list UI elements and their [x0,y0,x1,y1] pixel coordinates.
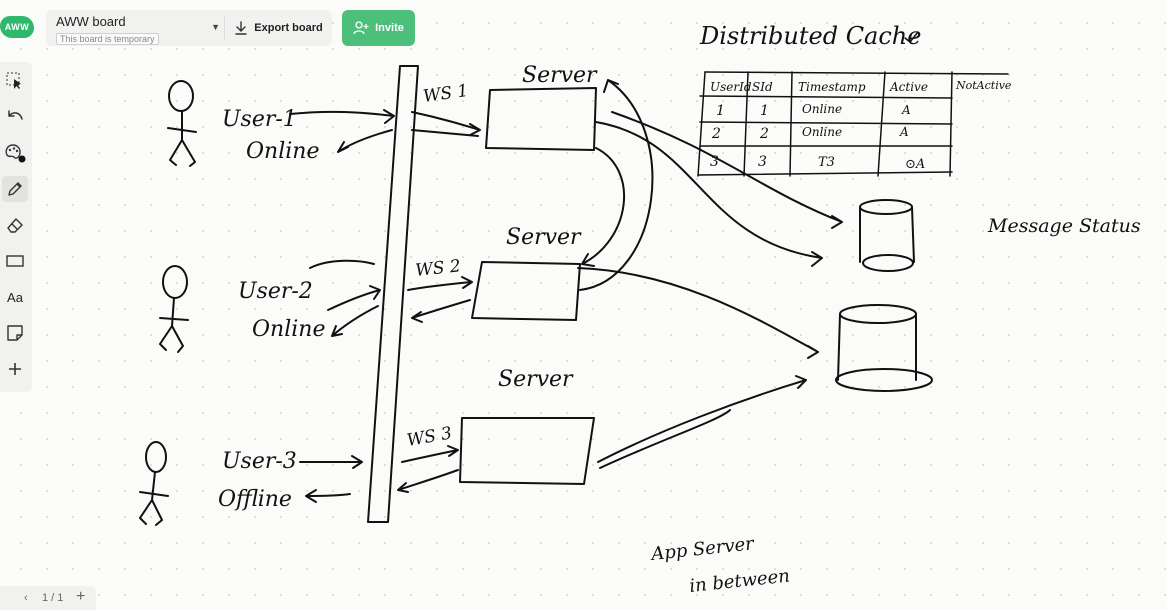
ws-3-label: WS 3 [405,423,453,451]
chevron-down-icon: ▼ [211,22,220,32]
table-header-userid: UserId [710,80,752,94]
server-to-status-arrow [577,267,819,359]
message-status-db-icon [835,304,933,392]
user-3-arrow-in [299,455,363,469]
add-tool[interactable] [2,356,28,382]
user-1-name: User-1 [222,107,297,132]
board-info-bar: AWW board This board is temporary ▼ Expo… [46,10,332,46]
pen-icon [8,182,22,196]
text-tool[interactable]: Aa [2,284,28,310]
message-status-label: Message Status [987,215,1141,237]
table-header-sid: SId [752,80,773,94]
table-cell: A [899,125,909,139]
server-3-label: Server [498,367,574,392]
select-tool[interactable] [2,68,28,94]
export-board-label: Export board [254,22,323,34]
add-page-icon[interactable]: + [76,588,86,605]
board-title-dropdown[interactable]: AWW board This board is temporary ▼ [46,10,224,46]
select-icon [6,72,21,89]
table-cell: Online [802,125,842,139]
table-cell: T3 [818,155,835,170]
board-subtitle: This board is temporary [56,33,159,45]
table-header-notactive: NotActive [955,79,1012,92]
cache-title: Distributed Cache [699,22,921,50]
prev-page-icon[interactable]: ‹ [24,592,28,604]
sticky-note-icon [7,325,23,341]
table-header-active: Active [889,80,928,94]
server-2-to-1-arrow [579,79,654,291]
left-toolbar: Aa [0,62,32,392]
pen-tool[interactable] [2,176,28,202]
eraser-tool[interactable] [2,212,28,238]
table-cell: 1 [760,103,769,119]
ws-1-label: WS 1 [422,81,470,107]
eraser-icon [7,218,23,233]
table-cell: 1 [716,103,725,119]
color-tool[interactable] [2,140,28,166]
ws-3-arrow-in [401,445,459,463]
ws-3-arrow-out [397,469,459,493]
ws-2-label: WS 2 [414,256,461,281]
user-1-arrow-in [289,109,395,124]
table-cell: 2 [711,126,721,142]
table-cell: 2 [759,126,769,142]
download-icon [235,21,247,35]
server-3-to-status-arrow [597,375,807,469]
server-3-box [459,417,595,485]
app-server-label-line1: App Server [648,533,756,565]
user-3-figure [139,441,169,526]
user-2-figure [159,265,189,353]
cache-table: UserId SId Timestamp Active NotActive 1 … [697,71,1012,177]
user-2-arrow-out [331,305,379,337]
table-cell: A [901,103,911,117]
server-1-label: Server [522,63,598,88]
checkmark-icon [904,31,919,43]
ws-1-arrow [411,111,481,137]
server-1-to-2-arrow [581,147,626,267]
user-2-status: Online [252,317,325,342]
page-navigator: ‹ 1 / 1 + [0,586,96,610]
ws-2-arrow-out [411,299,471,323]
user-3-name: User-3 [222,449,297,474]
server-2-box [471,261,581,321]
user-1-figure [167,80,197,167]
table-cell: ⊙A [905,157,925,172]
ws-2-arrow-in [407,276,473,291]
rectangle-icon [6,255,24,267]
invite-button[interactable]: Invite [342,10,415,46]
user-2-name: User-2 [238,279,313,304]
undo-icon [8,110,23,120]
server-1-box [485,87,597,151]
user-2-arrow-in [309,259,381,311]
table-cell: Online [802,102,842,116]
server-2-label: Server [506,225,582,250]
table-cell: 3 [710,154,719,170]
app-logo[interactable]: AWW [0,16,34,38]
shape-tool[interactable] [2,248,28,274]
server-to-cache-1-arrow [595,121,823,267]
table-cell: 3 [758,154,767,170]
app-server-label-line2: in between [688,566,790,597]
load-balancer-bar [367,65,419,523]
sticky-note-tool[interactable] [2,320,28,346]
user-1-status: Online [246,139,319,164]
table-header-timestamp: Timestamp [798,80,866,94]
server-to-cache-2-arrow [611,111,843,229]
add-icon [9,363,21,375]
divider [224,16,225,40]
board-title: AWW board [56,14,126,29]
user-1-arrow-out [337,129,393,153]
page-indicator: 1 / 1 [42,592,64,604]
invite-label: Invite [375,22,404,34]
user-3-arrow-out [305,489,351,503]
user-3-status: Offline [218,487,292,512]
color-palette-icon [5,144,26,163]
export-board-button[interactable]: Export board [225,10,332,46]
undo-tool[interactable] [2,104,28,130]
cache-db-icon [859,199,915,272]
logo-text: AWW [4,22,30,32]
add-user-icon [353,21,369,35]
text-icon: Aa [7,289,23,305]
